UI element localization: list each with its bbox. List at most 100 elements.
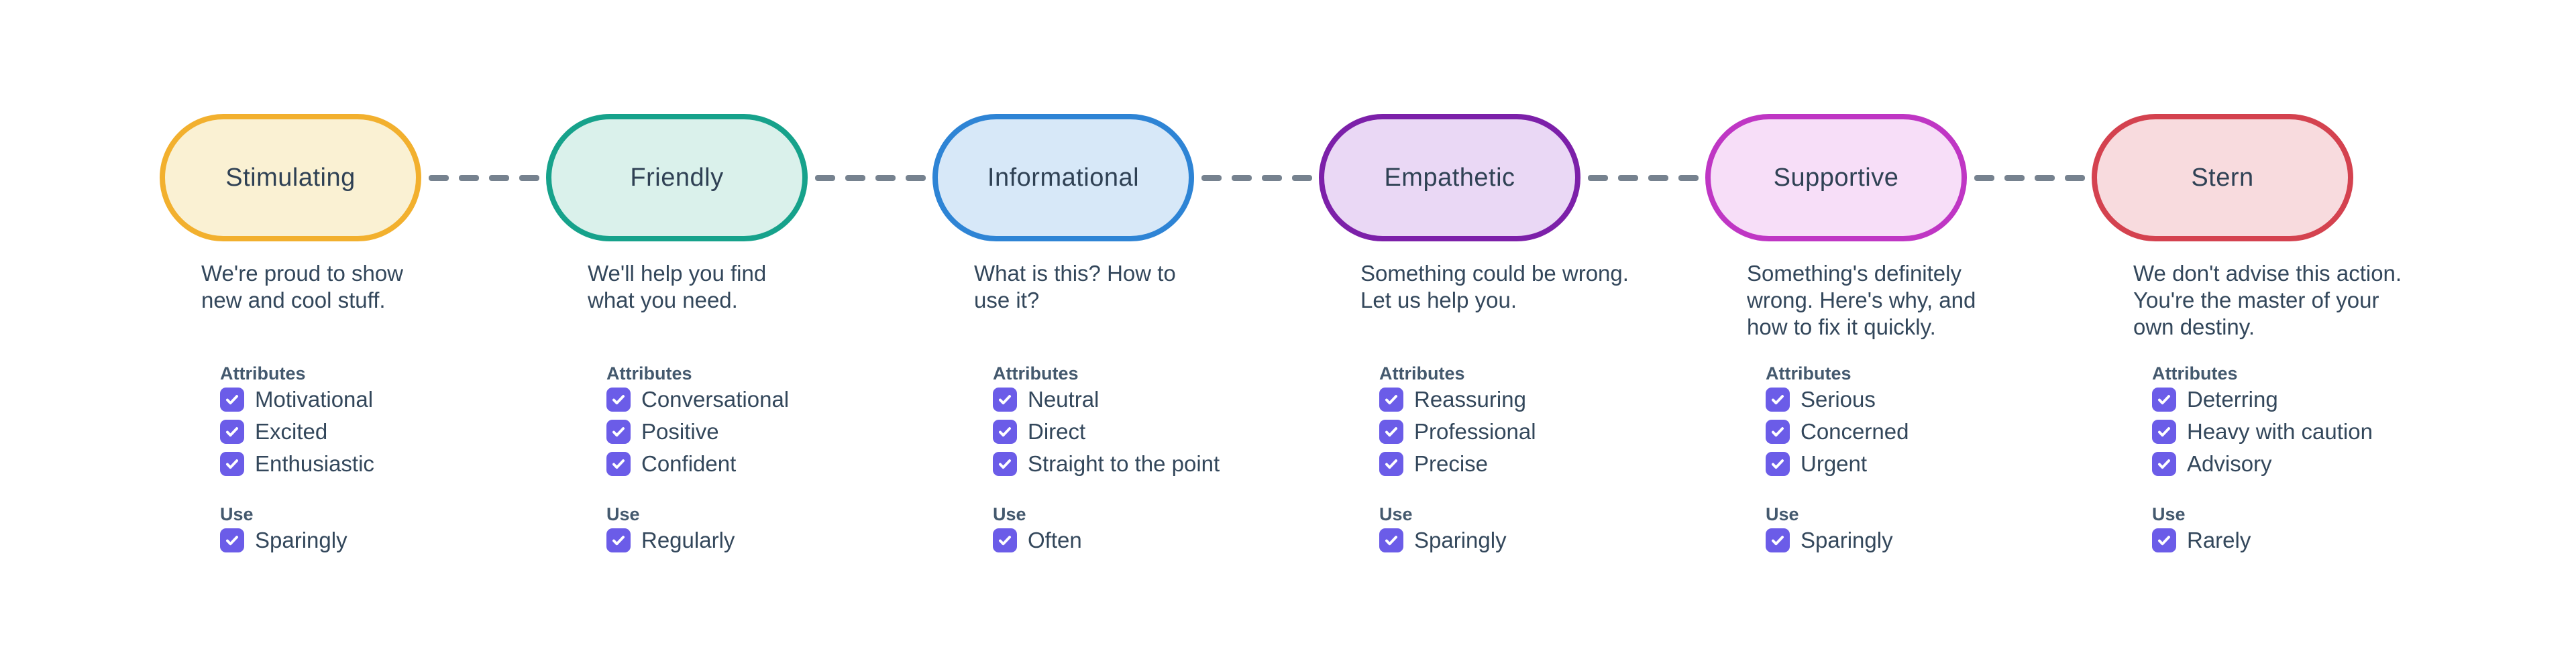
checkbox-checked-icon[interactable] (606, 528, 631, 552)
use-header: Use (220, 504, 254, 524)
checkbox-checked-icon[interactable] (1379, 452, 1403, 476)
tone-pill-label: Stimulating (225, 163, 356, 192)
attributes-header: Attributes (2152, 363, 2238, 384)
connector-dash (1617, 174, 1638, 181)
checkbox-label: Serious (1801, 387, 1876, 412)
attribute-checkbox-row-professional[interactable]: Professional (1379, 419, 1705, 444)
attribute-checkbox-row-advisory[interactable]: Advisory (2152, 451, 2478, 476)
connector-dash (2034, 174, 2055, 181)
connector-dash (458, 174, 479, 181)
checkbox-checked-icon[interactable] (1766, 388, 1790, 412)
checkbox-label: Advisory (2187, 451, 2272, 476)
checkbox-checked-icon[interactable] (1766, 528, 1790, 552)
connector-dash (519, 174, 539, 181)
connector-dash (905, 174, 926, 181)
tone-attributes-block: Attributes Reassuring Professional Preci… (1379, 362, 1705, 552)
tone-description-wrap: We'll help you find what you need. (588, 260, 932, 362)
connector-dash (2064, 174, 2085, 181)
checkbox-checked-icon[interactable] (1379, 420, 1403, 444)
connector-dash (1587, 174, 1608, 181)
checkbox-label: Conversational (641, 387, 790, 412)
tone-pill-stimulating: Stimulating (160, 114, 421, 241)
connector-dash (2004, 174, 2025, 181)
tone-column-empathetic: Something could be wrong. Let us help yo… (1319, 260, 1705, 560)
attribute-checkbox-row-deterring[interactable]: Deterring (2152, 387, 2478, 412)
attribute-checkbox-row-enthusiastic[interactable]: Enthusiastic (220, 451, 546, 476)
tone-attributes-block: Attributes Conversational Positive Confi… (606, 362, 932, 552)
checkbox-checked-icon[interactable] (220, 420, 244, 444)
checkbox-label: Regularly (641, 528, 735, 552)
checkbox-label: Heavy with caution (2187, 419, 2373, 444)
attribute-checkbox-row-heavy-with-caution[interactable]: Heavy with caution (2152, 419, 2478, 444)
checkbox-label: Direct (1028, 419, 1086, 444)
attribute-checkbox-row-motivational[interactable]: Motivational (220, 387, 546, 412)
use-list: Regularly (606, 528, 932, 552)
attribute-checkbox-row-conversational[interactable]: Conversational (606, 387, 932, 412)
connector-dash (1678, 174, 1699, 181)
checkbox-label: Reassuring (1414, 387, 1526, 412)
checkbox-checked-icon[interactable] (2152, 388, 2176, 412)
checkbox-label: Rarely (2187, 528, 2251, 552)
attributes-header: Attributes (1379, 363, 1465, 384)
attribute-checkbox-row-excited[interactable]: Excited (220, 419, 546, 444)
attributes-list: Serious Concerned Urgent (1766, 387, 2092, 476)
checkbox-checked-icon[interactable] (2152, 420, 2176, 444)
checkbox-checked-icon[interactable] (606, 452, 631, 476)
connector-dash (814, 174, 835, 181)
attribute-checkbox-row-confident[interactable]: Confident (606, 451, 932, 476)
checkbox-checked-icon[interactable] (993, 452, 1017, 476)
tone-column-stern: We don't advise this action. You're the … (2092, 260, 2478, 560)
checkbox-label: Sparingly (1801, 528, 1893, 552)
attributes-header: Attributes (993, 363, 1079, 384)
checkbox-checked-icon[interactable] (606, 420, 631, 444)
tone-column-stimulating: We're proud to show new and cool stuff. … (160, 260, 546, 560)
attribute-checkbox-row-serious[interactable]: Serious (1766, 387, 2092, 412)
attributes-list: Motivational Excited Enthusiastic (220, 387, 546, 476)
dashed-connector (421, 114, 546, 241)
tone-description-wrap: What is this? How to use it? (974, 260, 1319, 362)
checkbox-checked-icon[interactable] (1766, 452, 1790, 476)
attribute-checkbox-row-neutral[interactable]: Neutral (993, 387, 1319, 412)
checkbox-checked-icon[interactable] (220, 452, 244, 476)
tone-pill-informational: Informational (932, 114, 1194, 241)
checkbox-checked-icon[interactable] (606, 388, 631, 412)
tone-pill-label: Informational (987, 163, 1140, 192)
checkbox-label: Motivational (255, 387, 374, 412)
connector-dash (1974, 174, 1994, 181)
attribute-checkbox-row-precise[interactable]: Precise (1379, 451, 1705, 476)
checkbox-checked-icon[interactable] (1379, 528, 1403, 552)
attributes-header: Attributes (1766, 363, 1851, 384)
checkbox-label: Sparingly (255, 528, 347, 552)
checkbox-checked-icon[interactable] (2152, 452, 2176, 476)
checkbox-checked-icon[interactable] (993, 388, 1017, 412)
checkbox-label: Positive (641, 419, 719, 444)
connector-dash (1261, 174, 1282, 181)
checkbox-checked-icon[interactable] (993, 420, 1017, 444)
checkbox-checked-icon[interactable] (993, 528, 1017, 552)
attribute-checkbox-row-urgent[interactable]: Urgent (1766, 451, 2092, 476)
use-checkbox-row-often[interactable]: Often (993, 528, 1319, 552)
attribute-checkbox-row-direct[interactable]: Direct (993, 419, 1319, 444)
use-checkbox-row-regularly[interactable]: Regularly (606, 528, 932, 552)
checkbox-checked-icon[interactable] (220, 528, 244, 552)
use-checkbox-row-sparingly[interactable]: Sparingly (220, 528, 546, 552)
use-checkbox-row-sparingly[interactable]: Sparingly (1766, 528, 2092, 552)
attribute-checkbox-row-reassuring[interactable]: Reassuring (1379, 387, 1705, 412)
checkbox-checked-icon[interactable] (1766, 420, 1790, 444)
checkbox-label: Concerned (1801, 419, 1909, 444)
attribute-checkbox-row-concerned[interactable]: Concerned (1766, 419, 2092, 444)
use-header: Use (606, 504, 640, 524)
use-checkbox-row-sparingly[interactable]: Sparingly (1379, 528, 1705, 552)
tone-attributes-block: Attributes Deterring Heavy with caution … (2152, 362, 2478, 552)
tone-pill-label: Supportive (1773, 163, 1899, 192)
use-checkbox-row-rarely[interactable]: Rarely (2152, 528, 2478, 552)
attributes-list: Conversational Positive Confident (606, 387, 932, 476)
checkbox-checked-icon[interactable] (220, 388, 244, 412)
tone-description-wrap: Something's definitely wrong. Here's why… (1747, 260, 2092, 362)
checkbox-checked-icon[interactable] (2152, 528, 2176, 552)
attribute-checkbox-row-straight-to-the-point[interactable]: Straight to the point (993, 451, 1319, 476)
attribute-checkbox-row-positive[interactable]: Positive (606, 419, 932, 444)
dashed-connector (1194, 114, 1319, 241)
checkbox-checked-icon[interactable] (1379, 388, 1403, 412)
checkbox-label: Straight to the point (1028, 451, 1220, 476)
